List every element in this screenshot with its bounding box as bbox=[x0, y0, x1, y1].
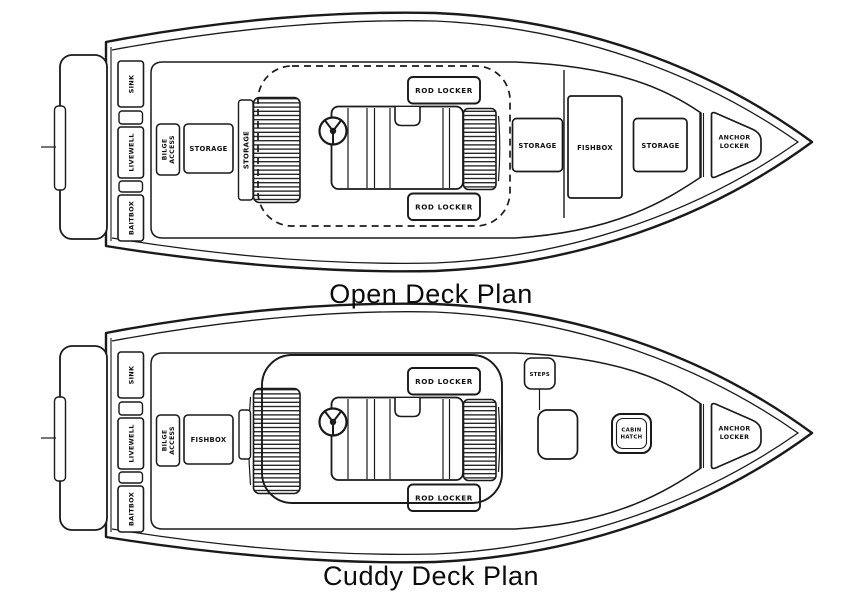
fwd-storage-aft-label: STORAGE bbox=[518, 142, 556, 150]
cuddy-deck-plan-diagram: SINK LIVEWELL BAITBOX BILGE ACCESS FISHB… bbox=[39, 302, 814, 564]
fwd-storage-aft-box bbox=[511, 117, 564, 173]
fwd-storage-bow-box bbox=[632, 117, 688, 173]
fwd-fishbox-label: FISHBOX bbox=[577, 144, 613, 152]
rod-locker-bottom-label: ROD LOCKER bbox=[415, 494, 473, 503]
baitbox-label: BAITBOX bbox=[127, 492, 135, 526]
livewell-label: LIVEWELL bbox=[127, 133, 135, 171]
cabin-seat-box bbox=[537, 409, 579, 460]
steps-label: STEPS bbox=[530, 372, 551, 378]
mid-box-label: STORAGE bbox=[189, 145, 227, 153]
livewell-label: LIVEWELL bbox=[127, 424, 135, 462]
fwd-fishbox-box bbox=[567, 95, 623, 199]
open-deck-plan-diagram: SINK LIVEWELL BAITBOX BILGE ACCESS STORA… bbox=[39, 11, 814, 273]
rod-locker-bottom-label: ROD LOCKER bbox=[415, 203, 473, 212]
side-storage-box bbox=[237, 99, 254, 201]
bilge-access-label: BILGE bbox=[162, 430, 169, 452]
cabin-hatch-box bbox=[611, 413, 652, 454]
sink-label: SINK bbox=[127, 74, 135, 93]
mid-box-label: FISHBOX bbox=[191, 436, 227, 444]
anchor-locker-label: LOCKER bbox=[720, 143, 750, 150]
cuddy-deck-plan-caption: Cuddy Deck Plan bbox=[322, 561, 540, 591]
bilge-access-label: BILGE bbox=[162, 139, 169, 161]
rod-locker-top-label: ROD LOCKER bbox=[415, 377, 473, 386]
side-small-box bbox=[238, 409, 252, 460]
anchor-locker-label: ANCHOR bbox=[718, 426, 750, 433]
bilge-access-label: ACCESS bbox=[169, 135, 176, 164]
open-deck-plan-caption: Open Deck Plan bbox=[329, 279, 533, 309]
baitbox-label: BAITBOX bbox=[127, 201, 135, 235]
rod-locker-top-label: ROD LOCKER bbox=[415, 86, 473, 95]
anchor-locker-label: LOCKER bbox=[720, 434, 750, 441]
cockpit-dashed-outline bbox=[257, 65, 511, 227]
cockpit-solid-outline bbox=[261, 354, 503, 504]
bilge-access-label: ACCESS bbox=[169, 426, 176, 455]
cabin-hatch-inner-ring bbox=[615, 417, 648, 450]
sink-label: SINK bbox=[127, 365, 135, 384]
anchor-locker-label: ANCHOR bbox=[718, 135, 750, 142]
side-storage-label: STORAGE bbox=[242, 131, 250, 169]
cabin-hatch-label: CABIN bbox=[621, 428, 641, 434]
cabin-hatch-label: HATCH bbox=[621, 435, 643, 441]
fwd-storage-bow-label: STORAGE bbox=[641, 142, 679, 150]
